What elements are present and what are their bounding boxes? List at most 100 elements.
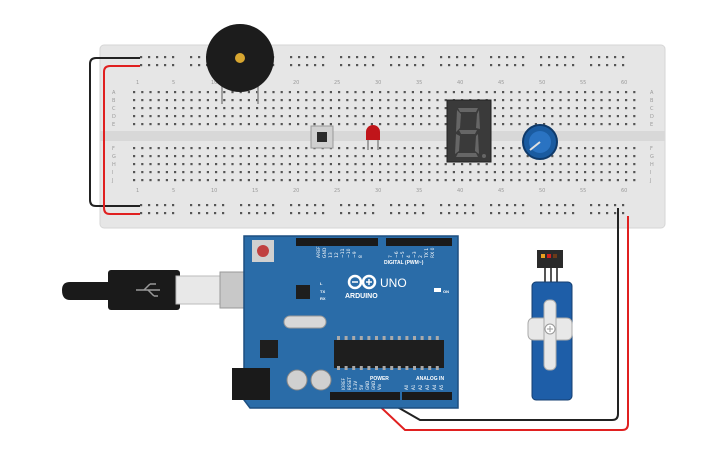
svg-text:I: I	[650, 170, 651, 176]
svg-text:30: 30	[375, 188, 381, 194]
servo-motor[interactable]	[527, 250, 573, 401]
model-label: UNO	[380, 276, 407, 290]
svg-text:H: H	[650, 162, 654, 168]
digital-header-left[interactable]	[296, 238, 378, 246]
svg-text:50: 50	[539, 188, 545, 194]
svg-text:20: 20	[293, 188, 299, 194]
seven-segment-display[interactable]: 8	[446, 99, 492, 163]
svg-text:55: 55	[580, 188, 586, 194]
svg-text:GND: GND	[371, 381, 376, 390]
svg-text:13: 13	[328, 252, 334, 258]
analog-pin-labels: A0 A1 A2 A3 A4 A5	[404, 384, 444, 390]
on-led	[434, 288, 441, 292]
svg-text:5: 5	[172, 80, 175, 86]
svg-text:AREF: AREF	[316, 246, 322, 258]
svg-text:A5: A5	[439, 384, 444, 390]
piezo-buzzer[interactable]	[206, 24, 274, 104]
svg-text:35: 35	[416, 80, 422, 86]
on-label: ON	[443, 289, 449, 294]
wire-red-arduino[interactable]	[369, 216, 629, 431]
svg-text:E: E	[112, 122, 115, 128]
arduino-uno-board[interactable]: AREF GND 13 12 ~11 ~10 ~9 8 7 ~6 ~5 4 ~3…	[232, 235, 459, 409]
svg-text:D: D	[112, 114, 116, 120]
svg-text:40: 40	[457, 188, 463, 194]
svg-text:H: H	[112, 162, 116, 168]
svg-text:~11: ~11	[340, 248, 346, 258]
pushbutton[interactable]	[310, 125, 334, 149]
svg-text:GND: GND	[365, 381, 370, 390]
svg-text:D: D	[650, 114, 654, 120]
svg-text:8: 8	[358, 255, 364, 258]
svg-text:F: F	[112, 146, 115, 152]
svg-text:30: 30	[375, 80, 381, 86]
l-label: L	[320, 281, 323, 286]
atmega-chip	[334, 340, 444, 368]
power-header[interactable]	[330, 392, 400, 400]
arduino-logo-icon	[347, 274, 377, 290]
power-jack[interactable]	[232, 368, 270, 400]
power-pin-labels: IOREF RESET 3.3V 5V GND GND Vin	[341, 377, 382, 390]
digital-header-label: DIGITAL (PWM~)	[384, 260, 424, 266]
wire-black-left[interactable]	[89, 57, 140, 207]
tx-label: TX	[320, 289, 325, 294]
svg-text:~5: ~5	[400, 251, 406, 258]
digital-pin-labels: AREF GND 13 12 ~11 ~10 ~9 8 7 ~6 ~5 4 ~3…	[316, 246, 436, 259]
svg-text:G: G	[112, 154, 116, 160]
svg-text:25: 25	[334, 80, 340, 86]
svg-text:10: 10	[211, 80, 217, 86]
svg-text:F: F	[650, 146, 653, 152]
svg-text:35: 35	[416, 188, 422, 194]
svg-text:A: A	[112, 90, 116, 96]
svg-text:40: 40	[457, 80, 463, 86]
svg-text:RESET: RESET	[347, 377, 352, 390]
svg-text:1: 1	[136, 80, 139, 86]
svg-text:~10: ~10	[346, 248, 352, 258]
svg-text:25: 25	[334, 188, 340, 194]
svg-text:Vin: Vin	[377, 383, 382, 390]
svg-text:~6: ~6	[394, 251, 400, 258]
svg-text:A0: A0	[404, 384, 409, 390]
svg-text:45: 45	[498, 80, 504, 86]
svg-text:IOREF: IOREF	[341, 377, 346, 390]
svg-text:GND: GND	[322, 247, 328, 258]
svg-text:3.3V: 3.3V	[353, 381, 358, 390]
svg-text:60: 60	[621, 80, 627, 86]
svg-text:12: 12	[334, 252, 340, 258]
brand-label: ARDUINO	[345, 293, 378, 300]
svg-text:B: B	[650, 98, 654, 104]
red-led[interactable]	[366, 125, 380, 150]
seven-segment-digit: 8	[470, 139, 471, 141]
svg-text:50: 50	[539, 80, 545, 86]
svg-text:60: 60	[621, 188, 627, 194]
svg-text:15: 15	[252, 188, 258, 194]
wire-red-left[interactable]	[103, 65, 140, 215]
svg-text:~9: ~9	[352, 251, 358, 258]
svg-text:55: 55	[580, 80, 586, 86]
wire-black-arduino[interactable]	[379, 208, 619, 421]
svg-text:20: 20	[293, 80, 299, 86]
svg-text:7: 7	[388, 255, 394, 258]
power-label: POWER	[370, 376, 389, 382]
svg-text:4: 4	[406, 255, 412, 258]
svg-text:B: B	[112, 98, 116, 104]
digital-header-right[interactable]	[386, 238, 452, 246]
row-letters: A B C D E F G H I J A B C D E F G H I J	[111, 90, 654, 184]
breadboard[interactable]: 1 5 10 15 20 25 30 35 40 45 50 55 60 1 5…	[99, 44, 666, 229]
analog-header[interactable]	[402, 392, 452, 400]
analog-label: ANALOG IN	[416, 376, 444, 382]
svg-text:A1: A1	[411, 384, 416, 390]
svg-text:A3: A3	[425, 384, 430, 390]
svg-text:10: 10	[211, 188, 217, 194]
svg-text:~3: ~3	[412, 251, 418, 258]
svg-text:TX 1: TX 1	[424, 248, 430, 259]
svg-text:J: J	[649, 178, 651, 184]
potentiometer[interactable]	[522, 124, 558, 160]
svg-text:5V: 5V	[359, 384, 364, 390]
svg-text:RX 0: RX 0	[430, 247, 436, 258]
svg-text:A2: A2	[418, 384, 423, 390]
svg-text:45: 45	[498, 188, 504, 194]
column-numbers-bottom: 1 5 10 15 20 25 30 35 40 45 50 55 60	[136, 188, 627, 194]
svg-text:J: J	[111, 178, 113, 184]
rx-label: RX	[320, 296, 326, 301]
